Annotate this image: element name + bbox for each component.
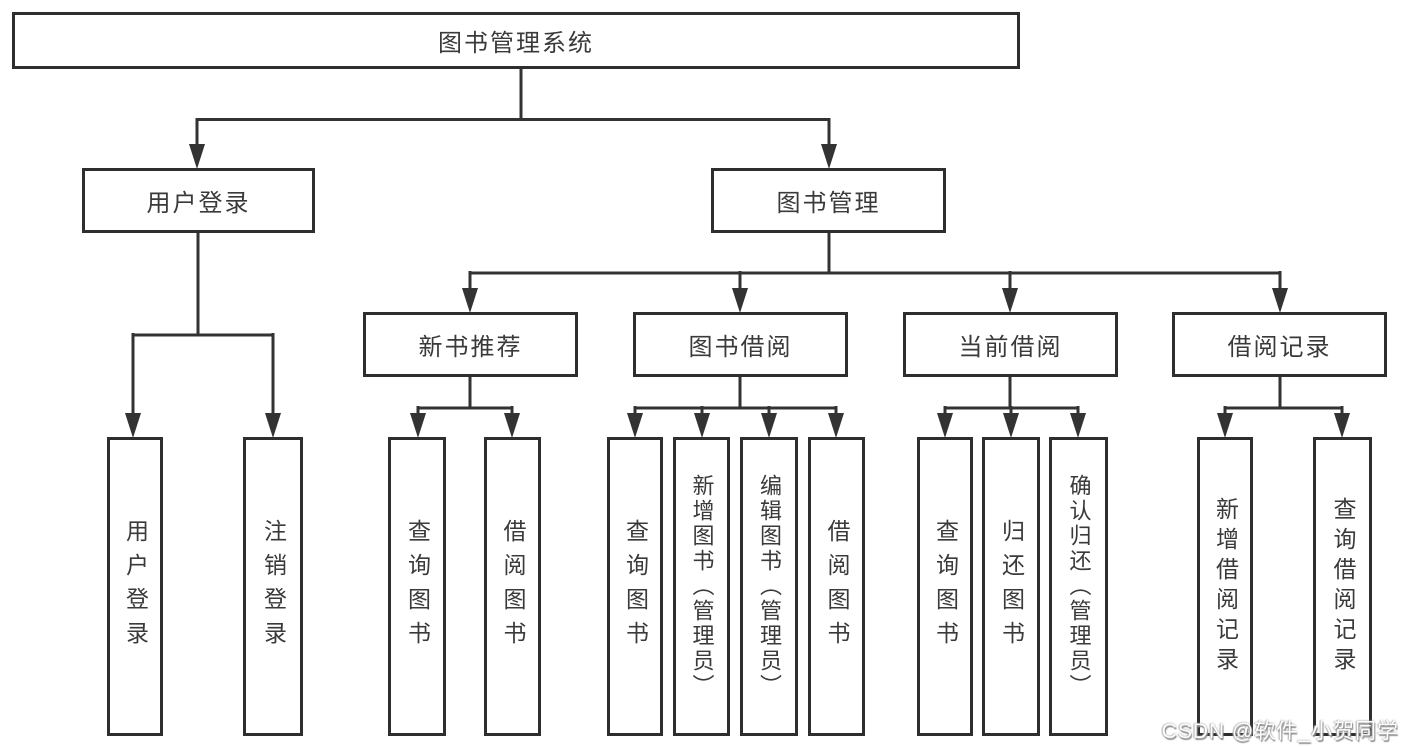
leaf-label: 查询图书 — [622, 518, 649, 655]
node-library-management-system: 图书管理系统 — [12, 12, 1020, 69]
node-book-management: 图书管理 — [711, 168, 946, 233]
csdn-watermark: CSDN @软件_小贺同学 — [1161, 720, 1399, 743]
leaf-label: 新增图书（管理员） — [689, 474, 715, 699]
node-book-borrow: 图书借阅 — [633, 312, 848, 377]
leaf-label: 归还图书 — [998, 518, 1025, 655]
node-label: 新书推荐 — [418, 334, 523, 361]
node-current-borrow: 当前借阅 — [903, 312, 1118, 377]
leaf-user-login: 用户登录 — [107, 437, 163, 736]
leaf-query-book: 查询图书 — [388, 437, 446, 736]
leaf-add-borrow-record: 新增借阅记录 — [1197, 437, 1253, 736]
leaf-query-book: 查询图书 — [917, 437, 973, 736]
node-label: 图书管理系统 — [438, 30, 594, 57]
node-label: 当前借阅 — [958, 334, 1063, 361]
leaf-label: 确认归还（管理员） — [1066, 474, 1092, 699]
leaf-query-borrow-record: 查询借阅记录 — [1313, 437, 1372, 736]
leaf-return-book: 归还图书 — [982, 437, 1040, 736]
leaf-label: 查询图书 — [404, 518, 431, 655]
node-user-login: 用户登录 — [82, 168, 315, 233]
leaf-add-book-admin: 新增图书（管理员） — [673, 437, 730, 736]
leaf-borrow-book: 借阅图书 — [484, 437, 541, 736]
leaf-label: 注销登录 — [260, 518, 287, 655]
leaf-query-book: 查询图书 — [607, 437, 663, 736]
node-label: 用户登录 — [146, 190, 251, 217]
node-label: 图书管理 — [776, 190, 881, 217]
leaf-confirm-return-admin: 确认归还（管理员） — [1049, 437, 1108, 736]
leaf-label: 新增借阅记录 — [1212, 496, 1239, 677]
node-borrow-record: 借阅记录 — [1172, 312, 1387, 377]
leaf-label: 用户登录 — [122, 518, 149, 655]
leaf-logout: 注销登录 — [243, 437, 303, 736]
leaf-label: 借阅图书 — [824, 518, 850, 655]
leaf-borrow-book: 借阅图书 — [808, 437, 865, 736]
node-new-book-recommend: 新书推荐 — [363, 312, 578, 377]
leaf-label: 查询借阅记录 — [1330, 496, 1356, 677]
leaf-label: 编辑图书（管理员） — [757, 474, 782, 699]
node-label: 借阅记录 — [1227, 334, 1332, 361]
leaf-label: 借阅图书 — [500, 518, 526, 655]
leaf-edit-book-admin: 编辑图书（管理员） — [740, 437, 798, 736]
leaf-label: 查询图书 — [932, 518, 959, 655]
node-label: 图书借阅 — [688, 334, 793, 361]
